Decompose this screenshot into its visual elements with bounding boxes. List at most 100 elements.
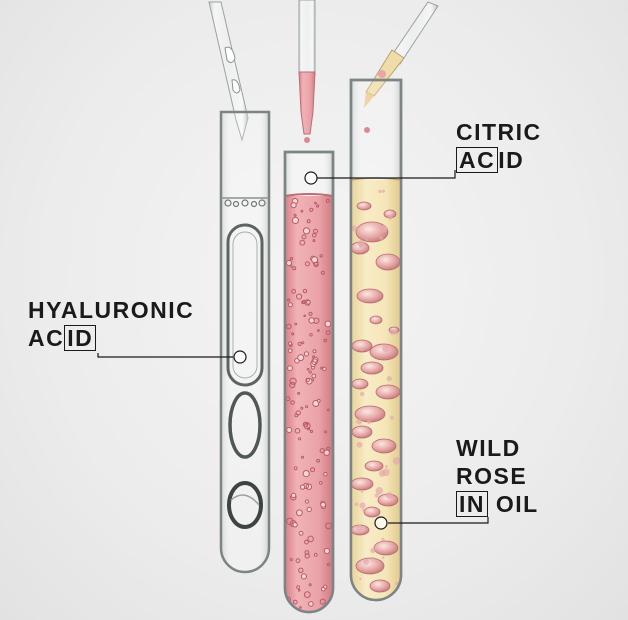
serum-bubble — [289, 264, 293, 268]
serum-bubble — [290, 492, 297, 499]
oil-droplet — [369, 315, 383, 325]
oil-droplet — [360, 347, 364, 352]
serum-bubble — [304, 499, 310, 504]
serum-bubble — [286, 517, 294, 525]
serum-bubble — [326, 408, 330, 412]
label-hyaluronic-boxed: ID — [64, 325, 97, 351]
serum-bubble — [311, 358, 318, 366]
serum-bubble — [299, 606, 302, 609]
callout-rose — [374, 516, 489, 530]
oil-droplet — [390, 415, 394, 420]
serum-bubble — [304, 539, 309, 545]
serum-bubble — [319, 448, 325, 454]
serum-bubble — [312, 355, 316, 359]
label-rose-line1: WILD — [456, 435, 521, 461]
serum-bubble — [301, 341, 305, 345]
serum-bubble — [309, 429, 313, 433]
oil-droplet — [356, 288, 384, 304]
oil-droplet — [374, 493, 379, 498]
serum-bubble — [290, 202, 297, 209]
serum-bubble — [289, 381, 296, 389]
oil-droplet — [369, 343, 399, 361]
serum-bubble — [301, 300, 306, 305]
serum-bubble — [302, 288, 308, 294]
oil-droplet — [361, 508, 365, 512]
oil-droplet — [354, 502, 359, 507]
serum-bubble — [296, 509, 303, 517]
oil-droplet — [355, 557, 385, 575]
callout-citric — [304, 170, 456, 185]
serum-bubble — [294, 322, 298, 326]
serum-bubble — [323, 449, 330, 456]
oil-droplet — [381, 189, 385, 193]
serum-bubble — [305, 422, 308, 426]
oil-droplet — [355, 524, 363, 532]
oil-droplet — [382, 345, 390, 353]
serum-bubble — [292, 522, 298, 528]
serum-bubble — [308, 583, 312, 587]
serum-bubble — [305, 377, 310, 383]
serum-bubble — [302, 421, 309, 428]
oil-droplet — [385, 465, 388, 468]
serum-bubble — [296, 293, 303, 300]
serum-bubble — [320, 270, 325, 275]
serum-bubble — [287, 348, 293, 354]
oil-droplet — [363, 382, 367, 385]
serum-bubble — [301, 234, 307, 240]
pipette-left — [208, 1, 249, 142]
serum-bubble — [323, 338, 328, 343]
serum-bubble — [286, 323, 292, 330]
oil-droplet — [359, 502, 366, 509]
serum-bubble — [291, 216, 299, 224]
serum-bubble — [325, 330, 331, 336]
serum-bubble — [287, 298, 291, 302]
oil-droplet — [371, 556, 375, 560]
serum-bubble — [311, 256, 319, 264]
serum-bubble — [292, 266, 297, 271]
serum-bubble — [301, 455, 304, 459]
oil-droplet — [385, 492, 393, 499]
serum-bubble — [314, 201, 317, 205]
serum-bubble — [287, 365, 293, 372]
serum-bubble — [302, 470, 310, 478]
serum-bubble — [303, 351, 310, 357]
serum-bubble — [307, 535, 314, 543]
label-rose-plain: OIL — [495, 491, 539, 517]
serum-bubble — [306, 506, 312, 513]
oil-droplet — [375, 253, 401, 271]
oil-droplet — [363, 559, 369, 565]
serum-bubble — [309, 333, 313, 337]
serum-bubble — [304, 261, 310, 267]
serum-bubble — [290, 400, 295, 405]
oil-droplet — [386, 376, 392, 382]
oil-droplet — [356, 418, 362, 425]
serum-bubble — [294, 428, 301, 434]
serum-bubble — [326, 446, 331, 451]
oil-droplet — [381, 226, 388, 233]
serum-bubble — [316, 458, 321, 463]
serum-bubble — [311, 232, 317, 238]
serum-bubble — [312, 400, 320, 407]
oil-droplet — [359, 577, 362, 581]
callout-hyaluronic — [97, 350, 247, 364]
oil-droplet — [388, 215, 393, 220]
oil-droplet — [351, 225, 358, 232]
serum-bubble — [316, 204, 320, 208]
serum-bubble — [321, 586, 326, 592]
oil-droplet — [351, 477, 374, 491]
oil-droplet — [361, 490, 364, 493]
oil-droplet — [393, 330, 398, 335]
oil-droplet — [378, 470, 386, 477]
serum-bubble — [306, 367, 310, 371]
serum-bubble — [286, 260, 292, 266]
serum-bubble — [299, 239, 306, 246]
oil-droplet — [367, 419, 372, 424]
oil-droplet — [363, 506, 381, 518]
serum-bubble — [289, 377, 297, 385]
serum-bubble — [324, 320, 332, 328]
oil-droplet — [359, 244, 363, 249]
serum-bubble — [297, 354, 305, 362]
serum-bubble — [298, 530, 304, 536]
